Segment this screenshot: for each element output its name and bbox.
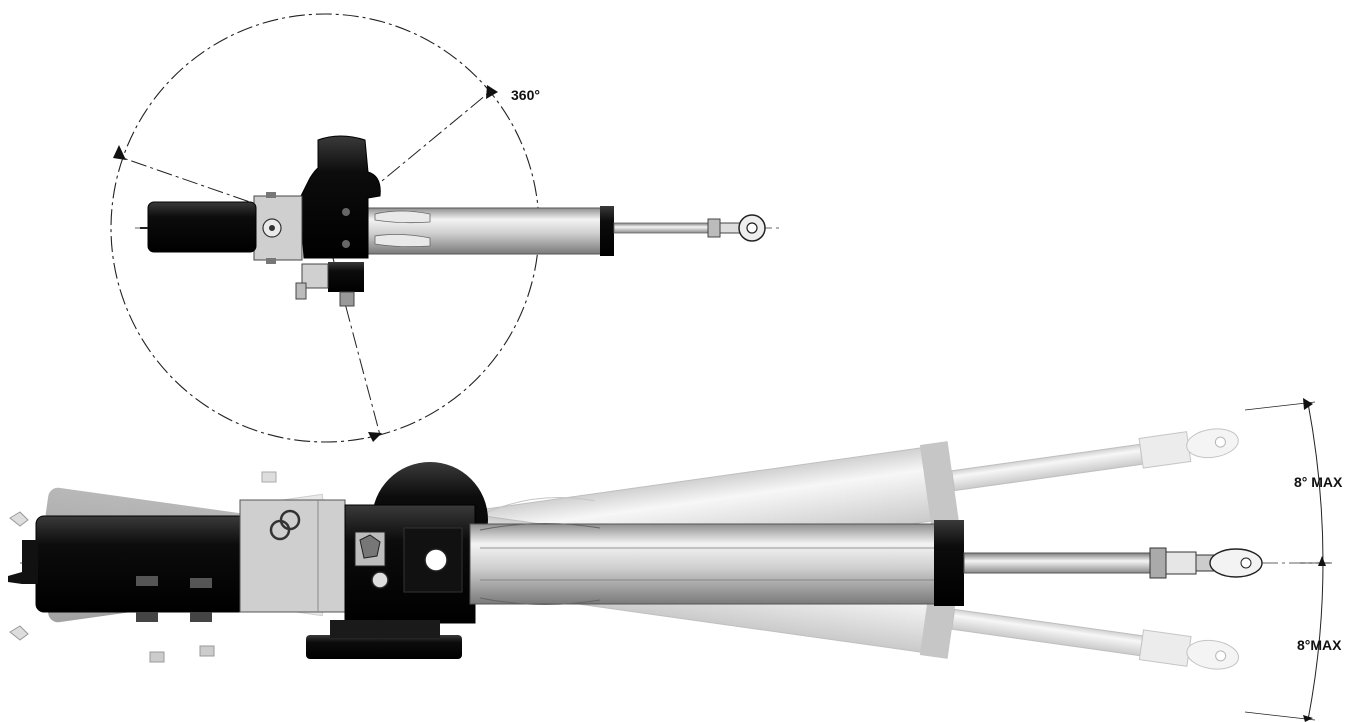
side-rod-eye [1209, 548, 1263, 578]
top-valve [328, 262, 364, 292]
side-end-cap [934, 520, 964, 606]
side-view-group: 8° MAX 8°MAX [8, 398, 1343, 722]
dim-ext-upper [1244, 401, 1316, 411]
dim-ext-lower [1244, 711, 1316, 721]
side-rod [963, 552, 1155, 574]
top-end-cap [600, 206, 614, 256]
side-barrel [469, 523, 939, 605]
top-motor [147, 201, 257, 253]
tilt-up-label: 8° MAX [1294, 474, 1343, 490]
top-swivel-head [299, 135, 381, 259]
top-rod [613, 222, 713, 234]
tilt-down-label: 8°MAX [1297, 637, 1342, 653]
side-bracket [239, 499, 346, 613]
arrow-head-2 [113, 145, 126, 160]
side-base-plate [306, 635, 462, 659]
top-view-group: 360° [110, 13, 780, 443]
side-motor [35, 515, 247, 613]
radial-line-3 [324, 227, 381, 436]
rotation-label: 360° [511, 87, 540, 103]
arrow-head-1 [486, 85, 498, 99]
arrow-head-3 [368, 432, 382, 442]
